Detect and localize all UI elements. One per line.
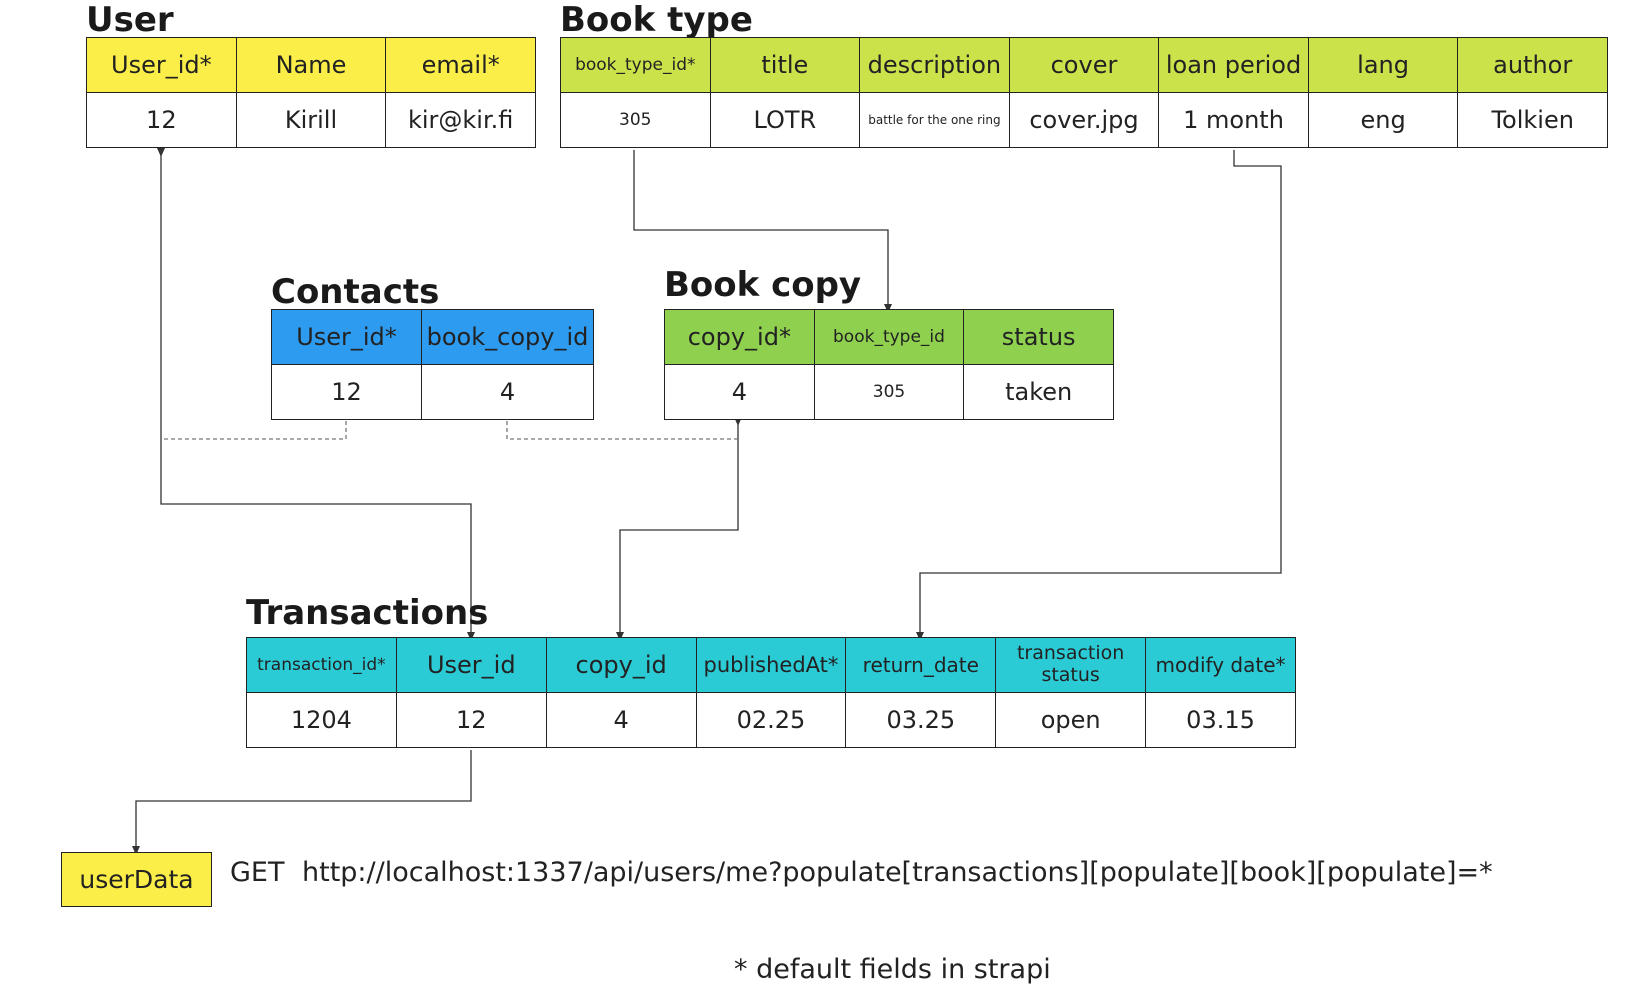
connector-booktype-to-bookcopy	[633, 150, 892, 313]
table-cell: 12	[395, 692, 547, 748]
table-header-row: User_id* book_copy_id	[271, 309, 594, 365]
user-table-title: User	[86, 0, 174, 40]
table-cell: 12	[86, 92, 237, 148]
column-header: book_type_id	[813, 309, 965, 365]
table-cell: battle for the one ring	[859, 92, 1010, 148]
table-row: 4 305 taken	[664, 364, 1114, 420]
column-header: copy_id*	[664, 309, 815, 365]
table-cell: 4	[664, 364, 815, 420]
table-cell: 1 month	[1158, 92, 1309, 148]
column-header: cover	[1008, 37, 1160, 93]
table-cell: Tolkien	[1457, 92, 1608, 148]
table-cell: Kirill	[235, 92, 387, 148]
column-header: email*	[385, 37, 536, 93]
column-header: publishedAt*	[695, 637, 847, 693]
column-header: Name	[235, 37, 387, 93]
table-row: 1204 12 4 02.25 03.25 open 03.15	[246, 692, 1296, 748]
table-cell: 12	[271, 364, 422, 420]
column-header: modify date*	[1145, 637, 1296, 693]
table-cell: LOTR	[709, 92, 861, 148]
dashed-contacts-user	[161, 421, 347, 440]
contacts-table-title: Contacts	[271, 272, 440, 312]
column-header: User_id	[395, 637, 547, 693]
table-cell: 02.25	[695, 692, 847, 748]
connector-bookcopy-to-transactions	[616, 417, 742, 641]
request-url: http://localhost:1337/api/users/me?popul…	[302, 857, 1493, 888]
column-header: copy_id	[545, 637, 697, 693]
book-copy-table-title: Book copy	[664, 265, 862, 305]
column-header: author	[1457, 37, 1608, 93]
user-table: User_id* Name email* 12 Kirill kir@kir.f…	[86, 37, 536, 148]
table-cell: 03.15	[1145, 692, 1296, 748]
table-cell: cover.jpg	[1008, 92, 1160, 148]
table-cell: 4	[421, 364, 594, 420]
book-copy-table: copy_id* book_type_id status 4 305 taken	[664, 309, 1114, 420]
column-header: status	[963, 309, 1114, 365]
column-header: book_copy_id	[421, 309, 594, 365]
table-header-row: transaction_id* User_id copy_id publishe…	[246, 637, 1296, 693]
footnote: * default fields in strapi	[734, 954, 1051, 985]
book-type-table-title: Book type	[560, 0, 753, 40]
column-header: title	[709, 37, 861, 93]
table-row: 305 LOTR battle for the one ring cover.j…	[560, 92, 1608, 148]
user-data-box: userData	[61, 852, 212, 907]
column-header: loan period	[1158, 37, 1309, 93]
table-cell: open	[995, 692, 1147, 748]
book-type-table: book_type_id* title description cover lo…	[560, 37, 1608, 148]
request-method: GET	[230, 857, 285, 888]
table-header-row: book_type_id* title description cover lo…	[560, 37, 1608, 93]
table-row: 12 Kirill kir@kir.fi	[86, 92, 536, 148]
transactions-table-title: Transactions	[246, 593, 489, 633]
table-cell: kir@kir.fi	[385, 92, 536, 148]
connector-user-to-transactions	[157, 148, 475, 641]
column-header: return_date	[845, 637, 997, 693]
column-header: transaction_id*	[246, 637, 397, 693]
table-cell: 4	[545, 692, 697, 748]
table-cell: 1204	[246, 692, 397, 748]
dashed-contacts-bookcopy	[506, 421, 738, 440]
table-cell: 03.25	[845, 692, 997, 748]
table-row: 12 4	[271, 364, 594, 420]
column-header: User_id*	[271, 309, 422, 365]
column-header: transaction status	[995, 637, 1147, 693]
contacts-table: User_id* book_copy_id 12 4	[271, 309, 594, 420]
column-header: book_type_id*	[560, 37, 711, 93]
column-header: description	[859, 37, 1010, 93]
column-header: User_id*	[86, 37, 237, 93]
table-cell: 305	[560, 92, 711, 148]
connector-transactions-to-userdata	[132, 750, 472, 855]
transactions-table: transaction_id* User_id copy_id publishe…	[246, 637, 1296, 748]
table-cell: eng	[1307, 92, 1459, 148]
table-header-row: User_id* Name email*	[86, 37, 536, 93]
column-header: lang	[1307, 37, 1459, 93]
table-cell: taken	[963, 364, 1114, 420]
table-header-row: copy_id* book_type_id status	[664, 309, 1114, 365]
connector-loanperiod-to-returndate	[916, 150, 1282, 641]
table-cell: 305	[813, 364, 965, 420]
